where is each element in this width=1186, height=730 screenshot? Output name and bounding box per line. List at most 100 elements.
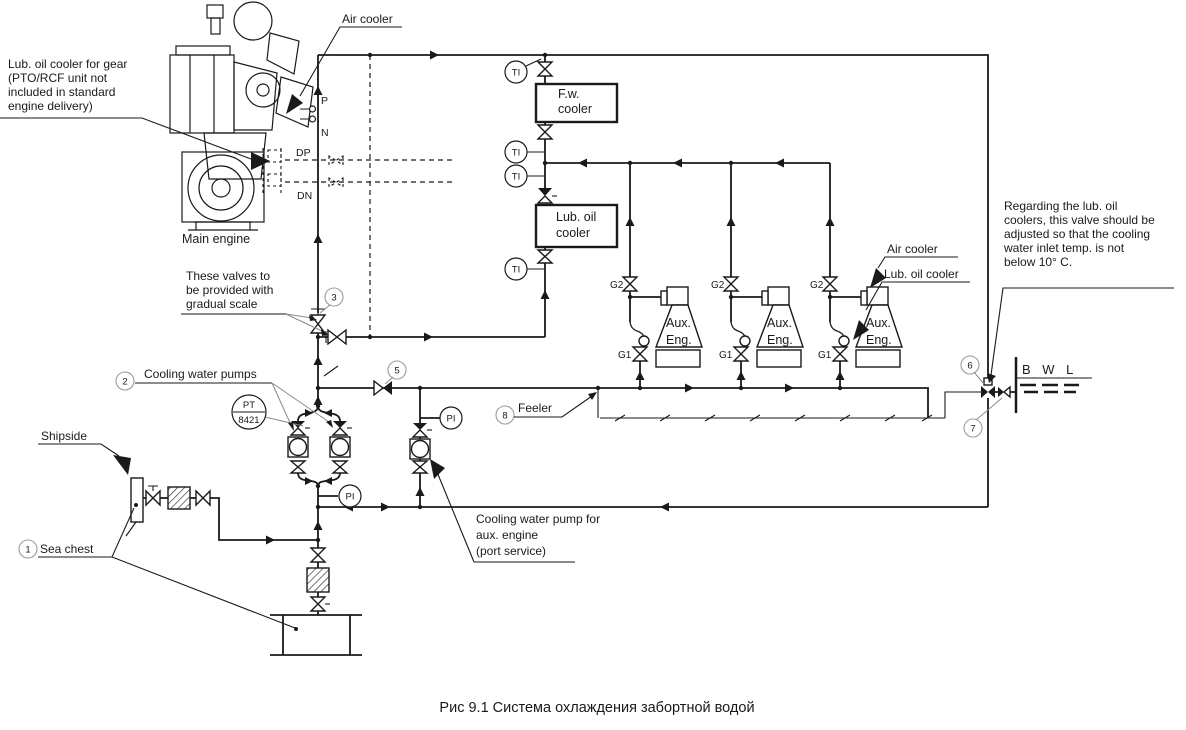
svg-text:aux. engine: aux. engine	[476, 528, 538, 542]
svg-text:1: 1	[25, 545, 30, 556]
svg-text:Air cooler: Air cooler	[342, 12, 393, 26]
aux-engine-unit-2: Aux. Eng. G2 G1	[711, 280, 804, 368]
svg-text:water inlet temp. is not: water inlet temp. is not	[1003, 241, 1125, 255]
gear-cooler-pointer-icon	[251, 152, 270, 170]
callouts: 1 2 3 5 6 7 8	[18, 287, 1003, 559]
svg-text:(port service): (port service)	[476, 544, 546, 558]
aux-engine-label-2: Eng.	[666, 333, 692, 347]
svg-text:Regarding the lub. oil: Regarding the lub. oil	[1004, 199, 1117, 213]
svg-text:Cooling water pumps: Cooling water pumps	[144, 367, 257, 381]
pt-gauge: PT 8421	[231, 394, 304, 430]
port-pump-check-valve	[411, 423, 432, 438]
aux-air-cooler-label: Air cooler	[870, 242, 958, 288]
ti-gauge-1: TI	[504, 58, 542, 84]
svg-text:Shipside: Shipside	[41, 429, 87, 443]
overboard-valve-6	[981, 377, 995, 398]
g2-label: G2	[610, 280, 624, 291]
svg-text:included in standard: included in standard	[8, 85, 115, 99]
connection-n-label: N	[321, 127, 329, 139]
figure-caption: Рис 9.1 Система охлаждения забортной вод…	[439, 700, 754, 716]
cooling-water-pumps-label: Cooling water pumps	[135, 367, 333, 431]
overboard-shipside: B W L	[1014, 357, 1092, 413]
sea-suction-valves	[309, 547, 330, 612]
svg-text:8421: 8421	[238, 415, 259, 426]
branch-valve-gradual-scale	[325, 328, 347, 346]
svg-text:Air cooler: Air cooler	[887, 242, 938, 256]
sea-chest-strainer	[306, 567, 330, 593]
svg-text:Lub. oil cooler: Lub. oil cooler	[884, 267, 959, 281]
shipside-pointer-icon	[113, 455, 131, 475]
svg-text:PI: PI	[346, 492, 355, 503]
cooling-water-pump-1	[287, 436, 309, 458]
svg-text:gradual scale: gradual scale	[186, 297, 258, 311]
svg-text:8: 8	[502, 411, 507, 422]
aux-lub-oil-cooler-label: Lub. oil cooler	[853, 267, 970, 340]
svg-text:5: 5	[394, 366, 399, 377]
svg-text:below 10° C.: below 10° C.	[1004, 255, 1072, 269]
g2-valves	[621, 276, 839, 292]
valve-5-non-return	[373, 379, 392, 397]
svg-text:Cooling water pump for: Cooling water pump for	[476, 512, 600, 526]
svg-text:6: 6	[967, 361, 972, 372]
fw-cooler-label-1: F.w.	[558, 87, 580, 101]
lub-cooler-check-valve	[536, 188, 557, 204]
aux-engine-unit-3: Aux. Eng. G2 G1	[810, 280, 903, 368]
svg-text:These valves to: These valves to	[186, 269, 270, 283]
callout-7: 7	[963, 397, 1003, 438]
callout-6: 6	[960, 355, 985, 385]
svg-text:engine delivery): engine delivery)	[8, 99, 93, 113]
bwl-label: B W L	[1022, 362, 1077, 377]
fw-cooler-inlet-valve	[536, 61, 554, 77]
shipside-label: Shipside	[38, 429, 131, 475]
svg-text:TI: TI	[512, 265, 520, 276]
g1-label: G1	[818, 350, 832, 361]
svg-text:(PTO/RCF unit not: (PTO/RCF unit not	[8, 71, 108, 85]
aux-engine-label-2: Eng.	[767, 333, 793, 347]
shipside-strainer	[167, 486, 191, 510]
svg-text:be provided with: be provided with	[186, 283, 273, 297]
svg-text:7: 7	[970, 424, 975, 435]
ti-gauge-3: TI	[504, 164, 545, 188]
main-engine-label: Main engine	[182, 232, 250, 246]
pipes-dashed	[262, 55, 453, 337]
main-engine-sketch	[169, 1, 317, 231]
pump1-suction-valve	[289, 460, 307, 474]
g2-label: G2	[810, 280, 824, 291]
g1-label: G1	[618, 350, 632, 361]
aux-engine-label-1: Aux.	[666, 316, 691, 330]
svg-text:TI: TI	[512, 172, 520, 183]
aux-engine-label-1: Aux.	[866, 316, 891, 330]
pump1-check-valve	[289, 421, 310, 436]
callout-8: 8	[495, 405, 515, 425]
svg-text:Sea chest: Sea chest	[40, 542, 94, 556]
ti-gauge-4: TI	[504, 257, 545, 281]
fw-cooler: F.w. cooler	[534, 82, 619, 124]
svg-text:Feeler: Feeler	[518, 401, 552, 415]
fw-cooler-label-2: cooler	[558, 102, 592, 116]
aux-engine-label-2: Eng.	[866, 333, 892, 347]
gear-cooler-note: Lub. oil cooler for gear (PTO/RCF unit n…	[0, 57, 270, 170]
pi-gauge-1: PI	[338, 484, 362, 508]
svg-text:coolers, this valve should be: coolers, this valve should be	[1004, 213, 1155, 227]
g1-valves	[631, 346, 849, 362]
svg-text:TI: TI	[512, 68, 520, 79]
connection-dn-label: DN	[297, 190, 312, 202]
aux-engine-label-1: Aux.	[767, 316, 792, 330]
svg-text:2: 2	[122, 377, 127, 388]
lub-oil-cooler-label-2: cooler	[556, 226, 590, 240]
svg-text:adjusted so that the cooling: adjusted so that the cooling	[1004, 227, 1150, 241]
junction-dots	[134, 52, 843, 631]
connection-dp-label: DP	[296, 147, 311, 159]
g2-label: G2	[711, 280, 725, 291]
feeler-label: Feeler	[514, 392, 597, 418]
g1-label: G1	[719, 350, 733, 361]
shipside-grating	[125, 477, 144, 537]
pump2-suction-valve	[331, 460, 349, 474]
svg-text:PT: PT	[243, 400, 255, 411]
ti-gauge-2: TI	[504, 140, 545, 164]
shipside-valves	[145, 485, 211, 507]
lub-oil-cooler-label-1: Lub. oil	[556, 210, 596, 224]
gradual-scale-note: These valves to be provided with gradual…	[181, 269, 329, 336]
